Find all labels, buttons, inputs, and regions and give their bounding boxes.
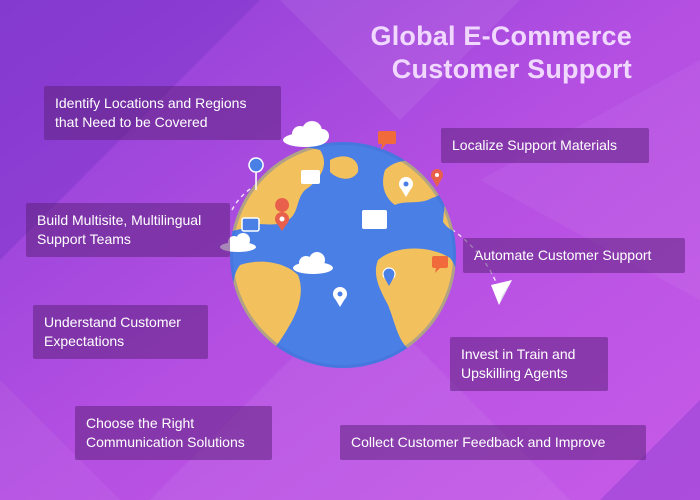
chat-bubble-icon (241, 217, 260, 232)
step-understand-expectations: Understand Customer Expectations (33, 305, 208, 359)
page-title-line-1: Global E-Commerce (370, 21, 632, 51)
location-pin-icon (399, 177, 413, 197)
chat-bubble-icon (301, 170, 320, 184)
chat-bubble-icon (378, 131, 396, 150)
step-localize-materials: Localize Support Materials (441, 128, 649, 163)
page-title-line-2: Customer Support (391, 54, 632, 84)
step-identify-locations: Identify Locations and Regions that Need… (44, 86, 281, 140)
location-pin-icon (382, 267, 396, 286)
chat-bubble-icon (432, 256, 448, 273)
location-pin-icon (431, 169, 443, 187)
page-title: Global E-Commerce Customer Support (312, 20, 632, 86)
step-choose-communication: Choose the Right Communication Solutions (75, 406, 272, 460)
location-pin-icon (275, 198, 290, 231)
step-automate-support: Automate Customer Support (463, 238, 685, 273)
step-collect-feedback: Collect Customer Feedback and Improve (340, 425, 646, 460)
cloud-icon (283, 121, 329, 147)
location-pin-icon (248, 157, 264, 191)
cloud-icon (293, 252, 333, 274)
location-pin-icon (333, 287, 347, 307)
step-invest-training: Invest in Train and Upskilling Agents (450, 337, 608, 391)
paper-plane-icon (491, 280, 512, 305)
step-build-teams: Build Multisite, Multilingual Support Te… (26, 203, 230, 257)
chat-bubble-icon (362, 210, 387, 229)
